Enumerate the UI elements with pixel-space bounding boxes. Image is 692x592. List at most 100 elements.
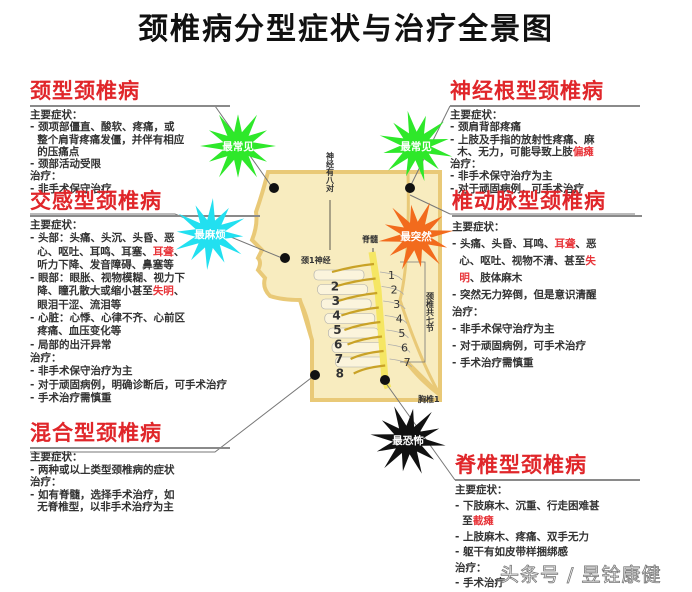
text-line: 整个肩背疼痛发僵，并伴有相应 xyxy=(30,134,230,146)
cervical-label: 颈椎共七节 xyxy=(426,291,435,333)
text-line: - 手术治疗 xyxy=(455,576,640,592)
text: - 非手术保守治疗为主 xyxy=(30,365,133,378)
text-line: 无脊椎型，以非手术治疗为主 xyxy=(30,501,230,514)
text: 治疗： xyxy=(30,170,62,183)
nerve xyxy=(347,335,383,346)
text-line: - 眼部：眼胀、视物模糊、视力下 xyxy=(30,272,260,285)
section-spinal-type: 脊椎型颈椎病主要症状：- 下肢麻木、沉重、行走困难甚 至截瘫- 上肢麻木、疼痛、… xyxy=(455,452,640,592)
text-line: - 对于顽固病例，可手术治疗 xyxy=(450,183,640,195)
thoracic-label: 胸椎1 xyxy=(418,394,440,404)
section-body: 主要症状：- 两种或以上类型颈椎病的症状治疗：- 如有脊髓，选择手术治疗，如 无… xyxy=(30,451,230,514)
text-line: 眼泪干涩、流泪等 xyxy=(30,299,260,312)
nerve-number: 4 xyxy=(332,309,340,323)
text: 主要症状： xyxy=(30,219,83,231)
text-line: - 非手术保守治疗 xyxy=(30,183,230,195)
nerve xyxy=(340,306,379,317)
divider xyxy=(30,215,260,217)
text: 降、瞳孔散大或缩小甚至 xyxy=(30,285,153,298)
section-vertebral-artery-type: 椎动脉型颈椎病主要症状：- 头痛、头昏、耳鸣、耳聋、恶 心、呕吐、视物不清、甚至… xyxy=(452,188,642,372)
nerve-number: 6 xyxy=(334,338,342,352)
nerve-pairs-label: 神经有八对 xyxy=(325,151,335,193)
section-nerve-root-type: 神经根型颈椎病主要症状：- 颈肩背部疼痛- 上肢及手指的放射性疼痛、麻 木、无力… xyxy=(450,78,640,195)
highlighted-text: 明 xyxy=(459,272,470,284)
text-line: - 颈项部僵直、酸软、疼痛，或 xyxy=(30,121,230,133)
text-line: - 头部：头痛、头沉、头昏、恶 xyxy=(30,232,260,245)
text: 主要症状： xyxy=(452,221,505,233)
text-line: - 心脏：心悸、心律不齐、心前区 xyxy=(30,312,260,325)
text-line: 主要症状： xyxy=(450,109,640,121)
text-line: 治疗： xyxy=(455,561,640,577)
section-title: 混合型颈椎病 xyxy=(30,421,162,445)
section-title: 椎动脉型颈椎病 xyxy=(452,189,606,213)
starburst-badge: 最麻烦 xyxy=(172,198,248,270)
text: - 手术治疗需慎重 xyxy=(30,391,112,404)
text: - 躯干有如皮带样捆绑感 xyxy=(455,546,569,558)
vertebra-number: 7 xyxy=(404,356,411,369)
text: - 上肢麻木、疼痛、双手无力 xyxy=(455,530,590,543)
text-line: - 头痛、头昏、耳鸣、耳聋、恶 xyxy=(452,236,642,253)
starburst-icon xyxy=(378,202,454,270)
section-neck-type: 颈型颈椎病主要症状：- 颈项部僵直、酸软、疼痛，或 整个肩背疼痛发僵，并伴有相应… xyxy=(30,78,230,195)
text-line: 主要症状： xyxy=(455,483,640,499)
text: 、 xyxy=(173,245,185,258)
vertebra xyxy=(313,269,365,281)
marker-dot xyxy=(310,370,320,380)
divider xyxy=(30,447,230,449)
starburst-badge: 最突然 xyxy=(378,200,454,272)
divider xyxy=(455,479,640,481)
text-line: 疼痛、血压变化等 xyxy=(30,325,260,338)
text-line: - 局部的出汗异常 xyxy=(30,339,260,352)
text: 眼泪干涩、流泪等 xyxy=(30,298,122,311)
section-title: 脊椎型颈椎病 xyxy=(455,453,587,477)
page-title: 颈椎病分型症状与治疗全景图 xyxy=(138,12,554,47)
text: 主要症状： xyxy=(450,109,503,121)
vertebra-number: 2 xyxy=(391,284,398,297)
divider xyxy=(450,105,640,107)
text: 至 xyxy=(455,515,473,527)
text: - 非手术保守治疗为主 xyxy=(450,170,553,183)
text: - 心脏：心悸、心律不齐、心前区 xyxy=(30,312,186,325)
text: 治疗： xyxy=(452,306,484,318)
nerve-number: 8 xyxy=(336,367,344,381)
text: - 突然无力猝倒，但是意识清醒 xyxy=(452,289,597,301)
text: 心、呕吐、耳鸣、耳塞、 xyxy=(30,245,153,258)
text: - 非手术保守治疗为主 xyxy=(452,323,555,335)
text: - 颈项部僵直、酸软、疼痛，或 xyxy=(30,121,175,134)
starburst-badge: 最恐怖 xyxy=(370,404,446,476)
nerve xyxy=(331,262,375,274)
highlighted-text: 偏瘫 xyxy=(572,145,594,158)
text-line: 主要症状： xyxy=(30,109,230,121)
badge-label: 最常见 xyxy=(400,140,432,153)
nerve-number: 3 xyxy=(332,294,340,308)
section-mixed-type: 混合型颈椎病主要症状：- 两种或以上类型颈椎病的症状治疗：- 如有脊髓，选择手术… xyxy=(30,420,230,514)
starburst-icon xyxy=(370,406,446,474)
divider xyxy=(30,105,230,107)
text: 的压痛点 xyxy=(30,145,80,158)
text-line: 的压痛点 xyxy=(30,146,230,158)
text-line: - 两种或以上类型颈椎病的症状 xyxy=(30,464,230,477)
text: - 下肢麻木、沉重、行走困难甚 xyxy=(455,499,600,512)
text-line: 主要症状： xyxy=(30,219,260,232)
text: 治疗： xyxy=(30,476,62,489)
vertebra-number: 1 xyxy=(388,269,395,282)
marker-dot xyxy=(280,253,290,263)
text: 主要症状： xyxy=(30,109,83,121)
text: - 颈肩背部疼痛 xyxy=(450,121,522,134)
text-line: 治疗： xyxy=(30,352,260,365)
text-line: 主要症状： xyxy=(452,219,642,236)
text: - 颈部活动受限 xyxy=(30,158,102,171)
section-body: 主要症状：- 颈项部僵直、酸软、疼痛，或 整个肩背疼痛发僵，并伴有相应 的压痛点… xyxy=(30,109,230,195)
text: 无脊椎型，以非手术治疗为主 xyxy=(30,501,174,514)
starburst-icon xyxy=(379,110,453,182)
marker-dot xyxy=(405,183,415,193)
text-line: - 下肢麻木、沉重、行走困难甚 xyxy=(455,499,640,515)
vertebra xyxy=(320,298,372,310)
marker-dot xyxy=(380,375,390,385)
text-line: 治疗： xyxy=(450,158,640,170)
starburst-icon xyxy=(200,114,276,178)
starburst-icon xyxy=(175,198,245,270)
section-title: 交感型颈椎病 xyxy=(30,189,162,213)
text-line: - 非手术保守治疗为主 xyxy=(452,321,642,338)
text: - 头部：头痛、头沉、头昏、恶 xyxy=(30,232,175,245)
text: - 眼部：眼胀、视物模糊、视力下 xyxy=(30,272,186,285)
